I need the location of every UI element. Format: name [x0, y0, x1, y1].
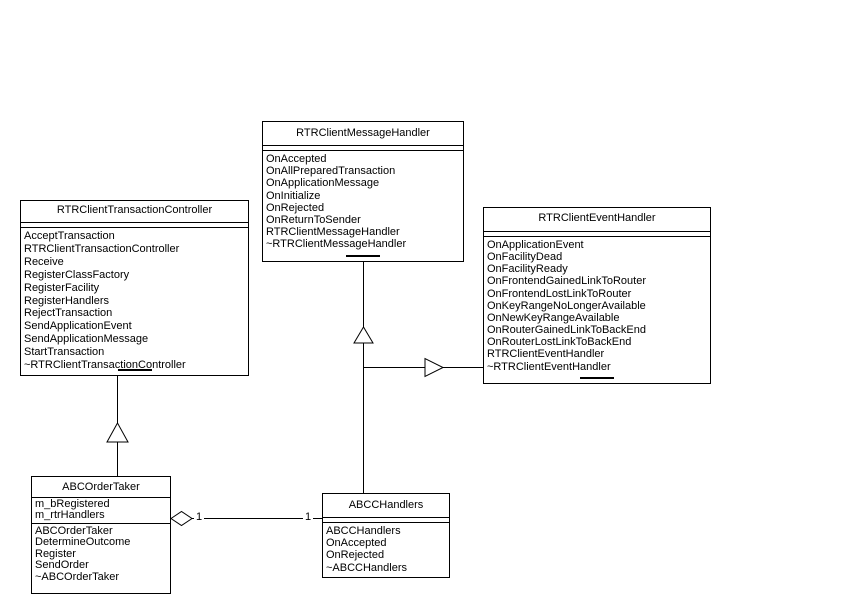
member-item: ~ABCOrderTaker: [35, 570, 120, 583]
member-item: StartTransaction: [24, 346, 105, 359]
member-item: Receive: [24, 255, 64, 268]
multiplicity-label-ordertaker-end: 1: [194, 510, 205, 524]
member-item: SendApplicationEvent: [24, 320, 132, 333]
class-attributes: [484, 232, 710, 237]
class-name: RTRClientTransactionController: [21, 201, 248, 223]
generalization-triangle-icon: [106, 421, 129, 443]
member-item: OnFrontendLostLinkToRouter: [487, 287, 632, 300]
generalization-triangle-icon: [353, 326, 374, 344]
member-item: RegisterHandlers: [24, 294, 109, 307]
member-item: m_rtrHandlers: [35, 509, 105, 522]
elision-mark: [346, 255, 380, 257]
elision-mark: [117, 369, 152, 371]
member-item: OnReturnToSender: [266, 214, 361, 227]
member-item: OnKeyRangeNoLongerAvailable: [487, 299, 646, 312]
member-item: RTRClientTransactionController: [24, 242, 180, 255]
member-item: m_bRegistered: [35, 498, 110, 510]
member-item: OnRouterLostLinkToBackEnd: [487, 336, 632, 349]
class-name: ABCCHandlers: [323, 494, 449, 518]
member-item: OnRejected: [326, 549, 385, 562]
member-item: OnFrontendGainedLinkToRouter: [487, 275, 646, 288]
member-item: ABCCHandlers: [326, 525, 401, 537]
aggregation-diamond-icon: [170, 510, 193, 527]
member-item: OnApplicationEvent: [487, 239, 584, 251]
member-item: OnAllPreparedTransaction: [266, 165, 396, 178]
member-item: OnApplicationMessage: [266, 177, 380, 190]
member-item: RejectTransaction: [24, 307, 113, 320]
class-name: ABCOrderTaker: [32, 477, 170, 498]
member-item: OnAccepted: [266, 153, 327, 165]
member-item: OnFacilityDead: [487, 251, 563, 264]
class-attributes: [323, 518, 449, 523]
member-item: ~ABCCHandlers: [326, 561, 408, 574]
member-item: OnInitialize: [266, 189, 321, 202]
member-item: OnAccepted: [326, 537, 387, 550]
member-item: AcceptTransaction: [24, 230, 115, 242]
member-item: RegisterFacility: [24, 281, 100, 294]
member-item: OnNewKeyRangeAvailable: [487, 311, 620, 324]
class-name: RTRClientMessageHandler: [263, 122, 463, 146]
multiplicity-label-abcchandlers-end: 1: [303, 510, 314, 524]
generalization-ordertaker-to-transactioncontroller[interactable]: [106, 376, 129, 476]
member-item: SendOrder: [35, 559, 89, 572]
aggregation-ordertaker-abcchandlers[interactable]: [170, 510, 322, 527]
member-item: RTRClientEventHandler: [487, 348, 605, 361]
member-item: OnRouterGainedLinkToBackEnd: [487, 324, 646, 337]
member-item: ABCOrderTaker: [35, 524, 113, 537]
member-item: ~RTRClientTransactionController: [24, 359, 186, 372]
member-item: OnFacilityReady: [487, 263, 568, 276]
generalization-triangle-icon: [424, 357, 445, 378]
class-box-rtrclienteventhandler[interactable]: RTRClientEventHandler OnApplicationEvent…: [483, 207, 711, 384]
generalization-abcchandlers-to-eventhandler[interactable]: [363, 357, 484, 378]
member-item: RegisterClassFactory: [24, 268, 130, 281]
member-item: ~RTRClientEventHandler: [487, 360, 611, 373]
elision-mark: [580, 377, 614, 379]
member-item: ~RTRClientMessageHandler: [266, 238, 407, 251]
member-item: RTRClientMessageHandler: [266, 226, 400, 239]
generalization-abcchandlers-to-messagehandler[interactable]: [353, 262, 374, 493]
class-attributes: [263, 146, 463, 151]
member-item: DetermineOutcome: [35, 536, 131, 549]
member-item: SendApplicationMessage: [24, 333, 149, 346]
member-item: Register: [35, 547, 76, 560]
class-attributes: [21, 223, 248, 228]
member-item: OnRejected: [266, 201, 325, 214]
class-name: RTRClientEventHandler: [484, 208, 710, 232]
class-box-rtrclienttransactioncontroller[interactable]: RTRClientTransactionController AcceptTra…: [20, 200, 249, 376]
